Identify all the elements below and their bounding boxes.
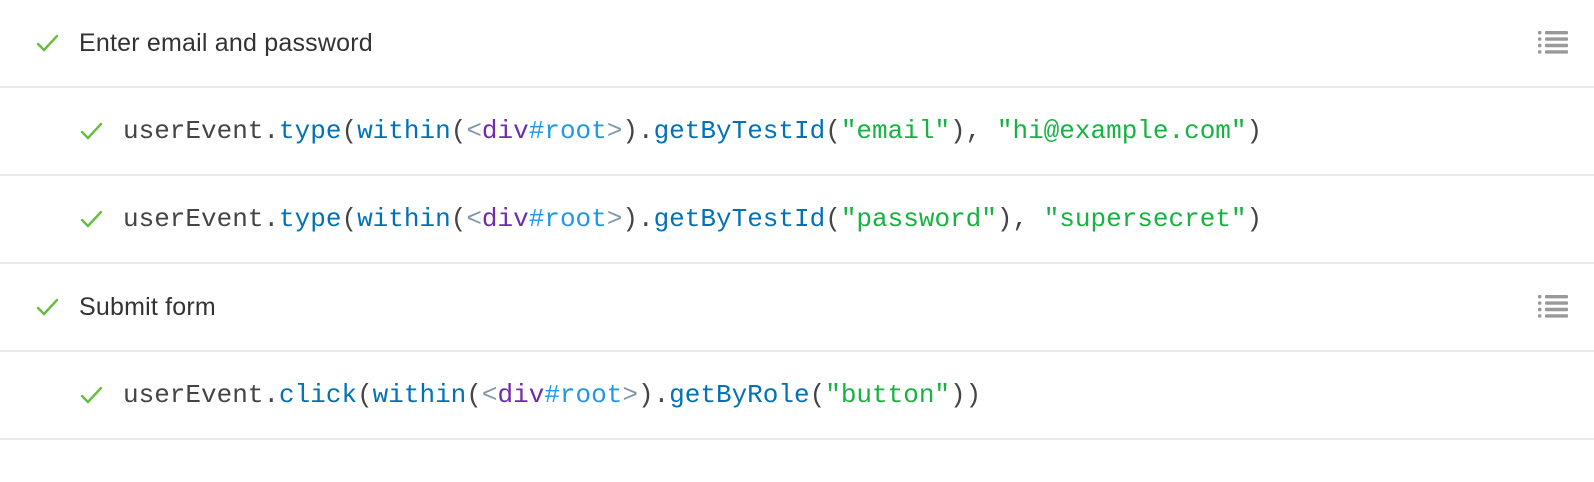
code-token-base: (	[466, 380, 482, 410]
code-token-base: (	[825, 204, 841, 234]
code-token-base: (	[357, 380, 373, 410]
code-token-method: getByTestId	[653, 204, 826, 234]
code-token-method: type	[279, 116, 342, 146]
code-token-base: (	[341, 116, 358, 146]
code-token-base: (	[341, 204, 358, 234]
interaction-group-row[interactable]: Enter email and password	[0, 0, 1594, 88]
code-token-base: ,	[965, 116, 997, 146]
interaction-call-code: userEvent.type(within(<div#root>).getByT…	[123, 116, 1262, 146]
code-token-method: getByRole	[669, 380, 810, 410]
code-token-method: type	[279, 204, 342, 234]
code-token-base: userEvent	[123, 380, 264, 410]
code-token-base: )	[622, 204, 638, 234]
interaction-call-row[interactable]: userEvent.type(within(<div#root>).getByT…	[0, 88, 1594, 176]
code-token-base: (	[809, 380, 826, 410]
code-token-base: .	[653, 380, 670, 410]
interaction-group-label: Submit form	[79, 292, 216, 321]
code-token-base: )	[622, 116, 638, 146]
code-token-base: )	[637, 380, 654, 410]
interaction-call-row[interactable]: userEvent.click(within(<div#root>).getBy…	[0, 352, 1594, 440]
code-token-base: )	[950, 116, 966, 146]
code-token-method: within	[357, 116, 451, 146]
code-token-tagName: div	[481, 204, 529, 234]
code-token-method: within	[357, 204, 451, 234]
code-token-string: "email"	[840, 116, 951, 146]
code-token-base: userEvent	[123, 204, 264, 234]
code-token-base: )	[965, 380, 982, 410]
code-token-string: "password"	[840, 204, 997, 234]
code-token-muted: <	[466, 116, 482, 146]
interaction-call-code: userEvent.type(within(<div#root>).getByT…	[123, 204, 1262, 234]
interaction-group-row[interactable]: Submit form	[0, 264, 1594, 352]
code-token-muted: >	[606, 116, 623, 146]
code-token-method: getByTestId	[653, 116, 826, 146]
code-token-tagName: div	[481, 116, 529, 146]
code-token-base: ,	[1012, 204, 1044, 234]
code-token-base: )	[1246, 204, 1263, 234]
check-icon	[80, 210, 103, 228]
code-token-base: (	[450, 204, 467, 234]
code-token-method: click	[279, 380, 358, 410]
code-token-tagSuffix: #root	[528, 116, 607, 146]
code-token-tagSuffix: #root	[528, 204, 607, 234]
code-token-string: "hi@example.com"	[996, 116, 1247, 146]
code-token-muted: >	[606, 204, 623, 234]
check-icon	[36, 34, 59, 52]
interaction-call-code: userEvent.click(within(<div#root>).getBy…	[123, 380, 981, 410]
code-token-string: "supersecret"	[1043, 204, 1247, 234]
code-token-base: .	[263, 204, 280, 234]
code-token-muted: >	[622, 380, 638, 410]
code-token-base: .	[263, 116, 280, 146]
check-icon	[80, 386, 103, 404]
code-token-tagSuffix: #root	[544, 380, 623, 410]
transcript-list-icon[interactable]	[1536, 294, 1570, 320]
code-token-muted: <	[481, 380, 498, 410]
code-token-base: userEvent	[123, 116, 264, 146]
code-token-base: .	[637, 116, 654, 146]
check-icon	[80, 122, 103, 140]
transcript-list-icon[interactable]	[1536, 30, 1570, 56]
interaction-call-row[interactable]: userEvent.type(within(<div#root>).getByT…	[0, 176, 1594, 264]
code-token-base: )	[950, 380, 966, 410]
code-token-base: )	[996, 204, 1013, 234]
code-token-method: within	[372, 380, 467, 410]
code-token-muted: <	[466, 204, 482, 234]
code-token-base: )	[1246, 116, 1263, 146]
check-icon	[36, 298, 59, 316]
code-token-base: (	[825, 116, 841, 146]
code-token-tagName: div	[497, 380, 545, 410]
code-token-base: .	[263, 380, 280, 410]
interaction-group-label: Enter email and password	[79, 28, 373, 57]
code-token-base: (	[450, 116, 467, 146]
code-token-base: .	[637, 204, 654, 234]
code-token-string: "button"	[825, 380, 951, 410]
